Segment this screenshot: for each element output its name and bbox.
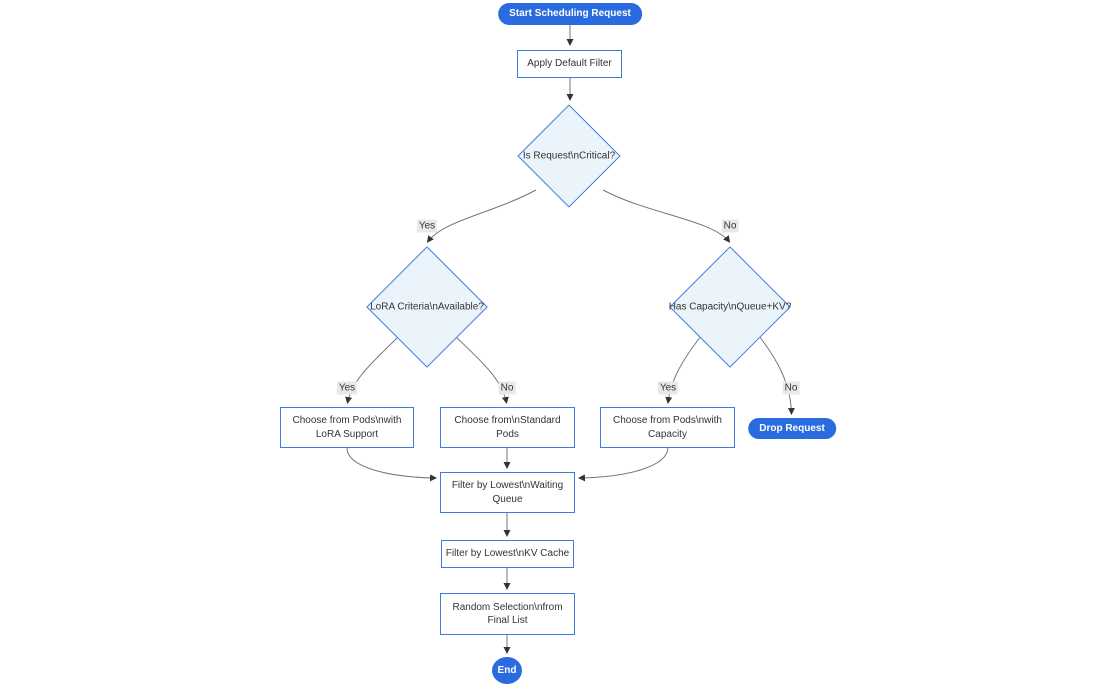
edge-lorapods-to-filterqueue [346,447,438,482]
edge-label-critical-yes: Yes [416,219,438,233]
edge-label-capacity-yes: Yes [657,381,679,395]
edge-critical-yes-to-lora [426,189,537,243]
node-label: Has Capacity\nQueue+KV? [668,301,792,313]
node-drop-request: Drop Request [748,418,836,439]
edge-capacity-no-to-drop [758,335,795,416]
node-label: Choose from Pods\nwith Capacity [613,415,722,440]
edge-label-capacity-no: No [782,381,800,395]
node-label: LoRA Criteria\nAvailable? [370,301,484,313]
node-random-selection: Random Selection\nfrom Final List [440,593,575,635]
edge-label-lora-yes: Yes [336,381,358,395]
node-label: Start Scheduling Request [509,8,631,20]
node-filter-kv-cache: Filter by Lowest\nKV Cache [441,540,574,568]
edge-critical-no-to-capacity [602,189,731,243]
node-label: End [497,664,517,676]
node-label: Is Request\nCritical? [522,150,616,162]
node-start-scheduling-request: Start Scheduling Request [498,3,642,25]
node-choose-capacity-pods: Choose from Pods\nwith Capacity [600,407,735,448]
edge-label-lora-no: No [498,381,516,395]
node-apply-default-filter: Apply Default Filter [517,50,622,78]
node-label: Choose from Pods\nwith LoRA Support [292,415,402,440]
edge-lora-yes-to-lorapods [345,335,400,405]
edge-label-critical-no: No [721,219,739,233]
node-label: Random Selection\nfrom Final List [452,601,563,627]
node-label: Filter by Lowest\nKV Cache [445,548,570,560]
node-label: Choose from\nStandard Pods [454,415,561,440]
decision-lora-criteria-available: LoRA Criteria\nAvailable? [366,246,488,368]
node-filter-waiting-queue: Filter by Lowest\nWaiting Queue [440,472,575,513]
node-label: Filter by Lowest\nWaiting Queue [451,480,564,505]
decision-has-capacity: Has Capacity\nQueue+KV? [669,246,791,368]
edge-capacitypods-to-filterqueue [577,446,669,482]
edge-lora-no-to-standardpods [454,335,509,405]
edge-capacity-yes-to-capacitypods [665,335,702,405]
node-label: Apply Default Filter [527,58,612,70]
decision-is-request-critical: Is Request\nCritical? [517,104,621,208]
node-choose-lora-pods: Choose from Pods\nwith LoRA Support [280,407,414,448]
node-end: End [492,657,522,684]
node-choose-standard-pods: Choose from\nStandard Pods [440,407,575,448]
node-label: Drop Request [759,422,825,434]
